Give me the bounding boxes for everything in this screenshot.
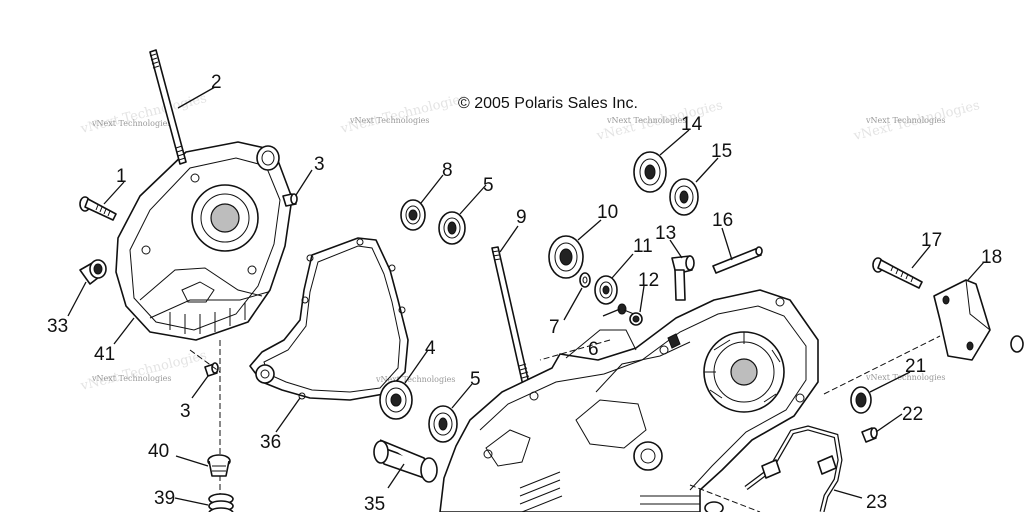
callout-16: 16: [712, 210, 733, 231]
bolt-17: [872, 257, 923, 289]
watermark: vNext Technologies: [91, 374, 171, 383]
watermark: vNext Technologies: [91, 119, 171, 128]
centerline: [539, 339, 611, 361]
washer-7: [579, 272, 591, 288]
bearing-5-top: [438, 211, 466, 245]
bearing-14: [633, 151, 667, 193]
callout-4: 4: [425, 338, 436, 359]
callout-3b: 3: [180, 401, 191, 422]
callout-33: 33: [47, 316, 68, 337]
callout-22: 22: [902, 404, 923, 425]
watermark: vNext Technologies: [865, 373, 945, 382]
bearing-11: [594, 275, 618, 305]
bolt-1: [79, 196, 117, 221]
callout-9: 9: [516, 207, 527, 228]
callout-2: 2: [211, 72, 222, 93]
shaft-35: [373, 439, 438, 483]
watermark-bg: vNext Technologies: [78, 91, 208, 137]
watermark: vNext Technologies: [865, 116, 945, 125]
callout-18: 18: [981, 247, 1002, 268]
right-crankcase: [439, 289, 819, 512]
callout-5: 5: [483, 175, 494, 196]
callout-35: 35: [364, 494, 385, 512]
callout-5b: 5: [470, 369, 481, 390]
callout-3: 3: [314, 154, 325, 175]
bracket-18: [933, 279, 1024, 361]
fitting-13: [671, 255, 695, 301]
bushing-33: [79, 259, 107, 285]
callout-36: 36: [260, 432, 281, 453]
seal-21: [850, 386, 872, 414]
callout-13: 13: [655, 223, 676, 244]
bearing-8: [400, 199, 426, 231]
callout-39: 39: [154, 488, 175, 509]
callout-40: 40: [148, 441, 169, 462]
bearing-10: [548, 235, 584, 279]
centerline: [189, 349, 221, 373]
stud-2: [149, 49, 187, 165]
copyright-text: © 2005 Polaris Sales Inc.: [458, 95, 638, 112]
pin-16: [712, 246, 763, 274]
callout-6: 6: [588, 339, 599, 360]
callout-7: 7: [549, 317, 560, 338]
watermark-bg: vNext Technologies: [338, 91, 468, 137]
gasket-36: [249, 237, 409, 401]
centerline: [689, 484, 761, 512]
bearing-15: [669, 178, 699, 216]
callout-17: 17: [921, 230, 942, 251]
callout-11: 11: [633, 236, 653, 257]
stud-9: [491, 246, 531, 391]
spring-39: [208, 493, 234, 512]
callout-10: 10: [597, 202, 618, 223]
callout-1: 1: [116, 166, 127, 187]
callout-numbers: 2 1 3 8 5 9 10 11 12 13 14 15 16 17 18 7…: [47, 72, 1002, 512]
watermark: vNext Technologies: [606, 116, 686, 125]
watermark: vNext Technologies: [375, 375, 455, 384]
centerline: [823, 335, 941, 395]
callout-14: 14: [681, 114, 703, 135]
dowel-22: [861, 427, 878, 443]
screw-6: [617, 303, 635, 315]
leader-lines: [67, 86, 985, 506]
hose-23: [744, 425, 843, 512]
drain-plug-40: [207, 454, 231, 477]
watermark: vNext Technologies: [349, 116, 429, 125]
bearing-4: [379, 380, 413, 420]
callout-21: 21: [905, 356, 926, 377]
callout-15: 15: [711, 141, 732, 162]
bearing-5-bottom: [428, 405, 458, 443]
callout-41: 41: [94, 344, 115, 365]
callout-8: 8: [442, 160, 453, 181]
callout-12: 12: [638, 270, 659, 291]
left-crankcase-cover: [115, 141, 293, 341]
dowel-3-top: [282, 193, 298, 207]
callout-23: 23: [866, 492, 887, 512]
washer-12: [629, 312, 643, 326]
